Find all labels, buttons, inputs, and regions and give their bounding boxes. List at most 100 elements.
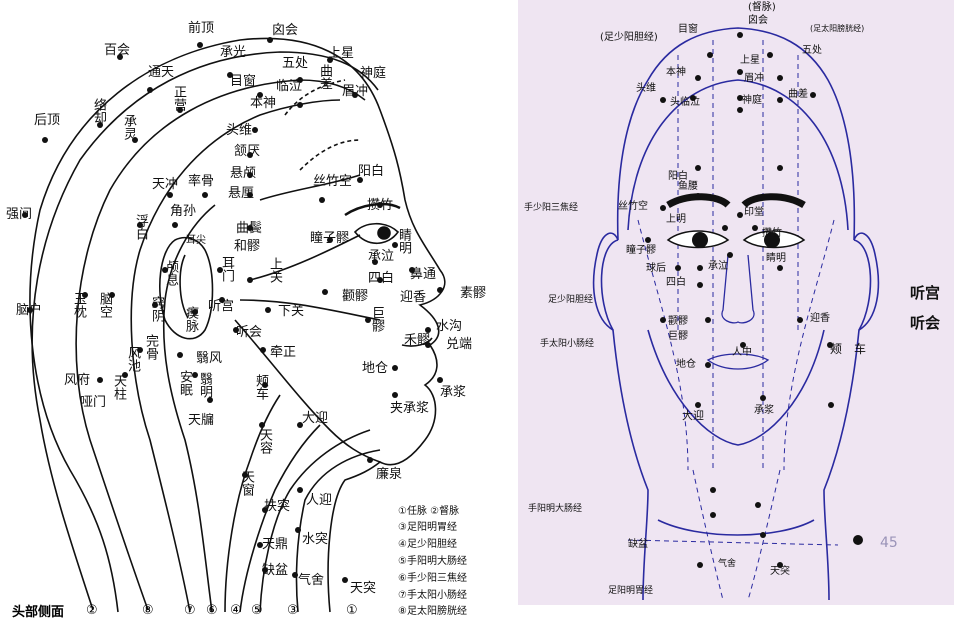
front-face-outline <box>592 27 880 601</box>
label-he-liao: 和髎 <box>234 239 261 254</box>
label-an-mian: 安眠 <box>177 370 192 396</box>
legend-item: ③足阳明胃经 <box>398 522 457 533</box>
label-qiang-jian: 强间 <box>6 207 33 222</box>
label-xin-hui: 囟会 <box>272 23 299 38</box>
label-cheng-jiang: 承浆 <box>440 385 467 400</box>
label-si-zhu-kong: 丝竹空 <box>618 201 648 212</box>
label-mu-chuang: 目窗 <box>678 24 698 35</box>
label-zu-tai-yang: (足太阳膀胱经) <box>810 24 865 33</box>
label-ren-ying: 人迎 <box>306 493 333 508</box>
label-nao-kong: 脑空 <box>97 292 112 318</box>
label-che: 车 <box>854 342 867 356</box>
label-tian-ding: 天鼎 <box>262 537 289 552</box>
label-shang-xing: 上星 <box>328 46 355 61</box>
label-tian-tu: 天突 <box>350 581 377 596</box>
label-ying-xiang: 迎香 <box>810 313 830 324</box>
label-jia: 颊 <box>830 342 843 356</box>
label-qiao-yin: 窍阴 <box>149 296 164 322</box>
label-dui-duan: 兑端 <box>446 337 473 352</box>
label-cheng-ling: 承灵 <box>121 114 136 140</box>
page-number: 45 <box>880 535 898 551</box>
label-ben-shen: 本神 <box>666 67 686 78</box>
label-qu-bin: 曲鬓 <box>236 221 263 236</box>
label-xuan-lu: 悬颅 <box>230 166 257 181</box>
label-luo-que: 络却 <box>91 98 106 124</box>
label-yi-ming: 翳明 <box>197 372 212 398</box>
legend-item: ⑦手太阳小肠经 <box>398 590 467 601</box>
label-jia-cheng-jiang: 夹承浆 <box>390 401 430 416</box>
legend-item: ⑧足太阳膀胱经 <box>398 606 467 617</box>
label-tou-wei: 头维 <box>226 123 253 138</box>
label-qi-she: 气舍 <box>718 559 737 569</box>
meridian-number: ⑥ <box>206 603 218 618</box>
label-su-liao: 素髎 <box>460 286 487 301</box>
label-jing-ming: 睛明 <box>396 228 411 254</box>
label-shen-ting: 神庭 <box>360 66 387 81</box>
label-tong-zi-liao: 瞳子髎 <box>626 245 656 256</box>
label-tian-you: 天牖 <box>188 413 215 428</box>
label-feng-chi: 风池 <box>125 346 140 372</box>
label-tian-rong: 天容 <box>257 428 272 454</box>
label-qian-zheng: 牵正 <box>270 345 297 360</box>
meridian-number: ⑤ <box>251 603 263 618</box>
front-face-diagram: (督脉) 囟会 (足少阳胆经) 目窗 (足太阳膀胱经) 五处 上星 本神 眉冲 … <box>518 0 954 605</box>
label-bai-hui: 百会 <box>104 43 131 58</box>
label-shou-yang-ming: 手阳明大肠经 <box>528 504 583 514</box>
label-ju-liao: 巨髎 <box>668 331 688 342</box>
label-shou-shao-yang: 手少阳三焦经 <box>524 203 579 213</box>
label-cheng-qi: 承泣 <box>368 249 395 264</box>
label-tou-lin-qi: 头临泣 <box>670 97 700 108</box>
label-si-zhu-kong: 丝竹空 <box>313 174 353 189</box>
label-shui-tu: 水突 <box>302 532 329 547</box>
label-qian-ding: 前顶 <box>188 21 215 36</box>
label-da-ying: 大迎 <box>302 411 329 426</box>
label-zheng-ying: 正营 <box>171 85 186 111</box>
label-du-mai: (督脉) <box>748 2 776 13</box>
label-di-cang: 地仓 <box>362 361 389 376</box>
label-tian-chong: 天冲 <box>152 177 179 192</box>
label-que-pen: 缺盆 <box>262 563 289 578</box>
label-yi-feng: 翳风 <box>196 351 223 366</box>
label-si-bai: 四白 <box>368 271 395 286</box>
label-zu-shao-yang2: 足少阳胆经 <box>548 295 594 305</box>
label-quan-liao: 颧髎 <box>668 316 688 327</box>
figure-caption: 头部侧面 <box>12 605 65 620</box>
label-xia-guan: 下关 <box>278 304 305 319</box>
side-head-outline <box>22 37 446 613</box>
label-shang-guan: 上关 <box>267 257 282 283</box>
label-ting-gong: 听宫 <box>208 299 235 314</box>
label-cheng-jiang: 承浆 <box>754 405 774 416</box>
label-er-jian: 耳尖 <box>186 235 206 246</box>
label-bi-tong: 鼻通 <box>410 267 437 282</box>
legend-item: ①任脉 ②督脉 <box>398 506 460 517</box>
label-tian-zhu: 天柱 <box>111 374 126 400</box>
meridian-number: ③ <box>287 603 299 618</box>
label-zan-zhu: 攒竹 <box>367 198 394 213</box>
label-di-cang: 地仓 <box>676 359 696 370</box>
label-ting-hui: 听会 <box>910 314 941 332</box>
label-qi-she: 气舍 <box>298 573 325 588</box>
label-xuan-li: 悬厘 <box>228 186 255 201</box>
label-chi-mai: 瘈脉 <box>183 306 198 332</box>
label-zu-yang-ming: 足阳明胃经 <box>608 586 654 596</box>
label-qu-cha: 曲差 <box>788 89 808 100</box>
label-ying-xiang: 迎香 <box>400 290 427 305</box>
legend-item: ⑥手少阳三焦经 <box>398 573 467 584</box>
label-ting-gong: 听宫 <box>910 284 941 302</box>
label-mei-chong: 眉冲 <box>744 73 764 84</box>
meridian-number: ① <box>346 603 358 618</box>
label-da-ying: 大迎 <box>682 409 704 422</box>
meridian-number: ⑦ <box>184 603 196 618</box>
meridian-number: ④ <box>230 603 242 618</box>
meridian-number: ② <box>86 603 98 618</box>
label-quan-liao: 颧髎 <box>342 289 369 304</box>
label-xin-hui: 囟会 <box>748 15 768 26</box>
label-he-liao2: 禾髎 <box>404 333 431 348</box>
label-ren-zhong: 人中 <box>732 347 752 358</box>
label-tian-chuang: 天窗 <box>239 470 254 496</box>
label-cheng-guang: 承光 <box>220 45 247 60</box>
label-yang-bai: 阳白 <box>668 171 688 182</box>
label-er-men: 耳门 <box>219 256 234 282</box>
label-nao-hu: 脑户 <box>16 303 43 318</box>
label-jia-che: 颊车 <box>253 374 268 400</box>
